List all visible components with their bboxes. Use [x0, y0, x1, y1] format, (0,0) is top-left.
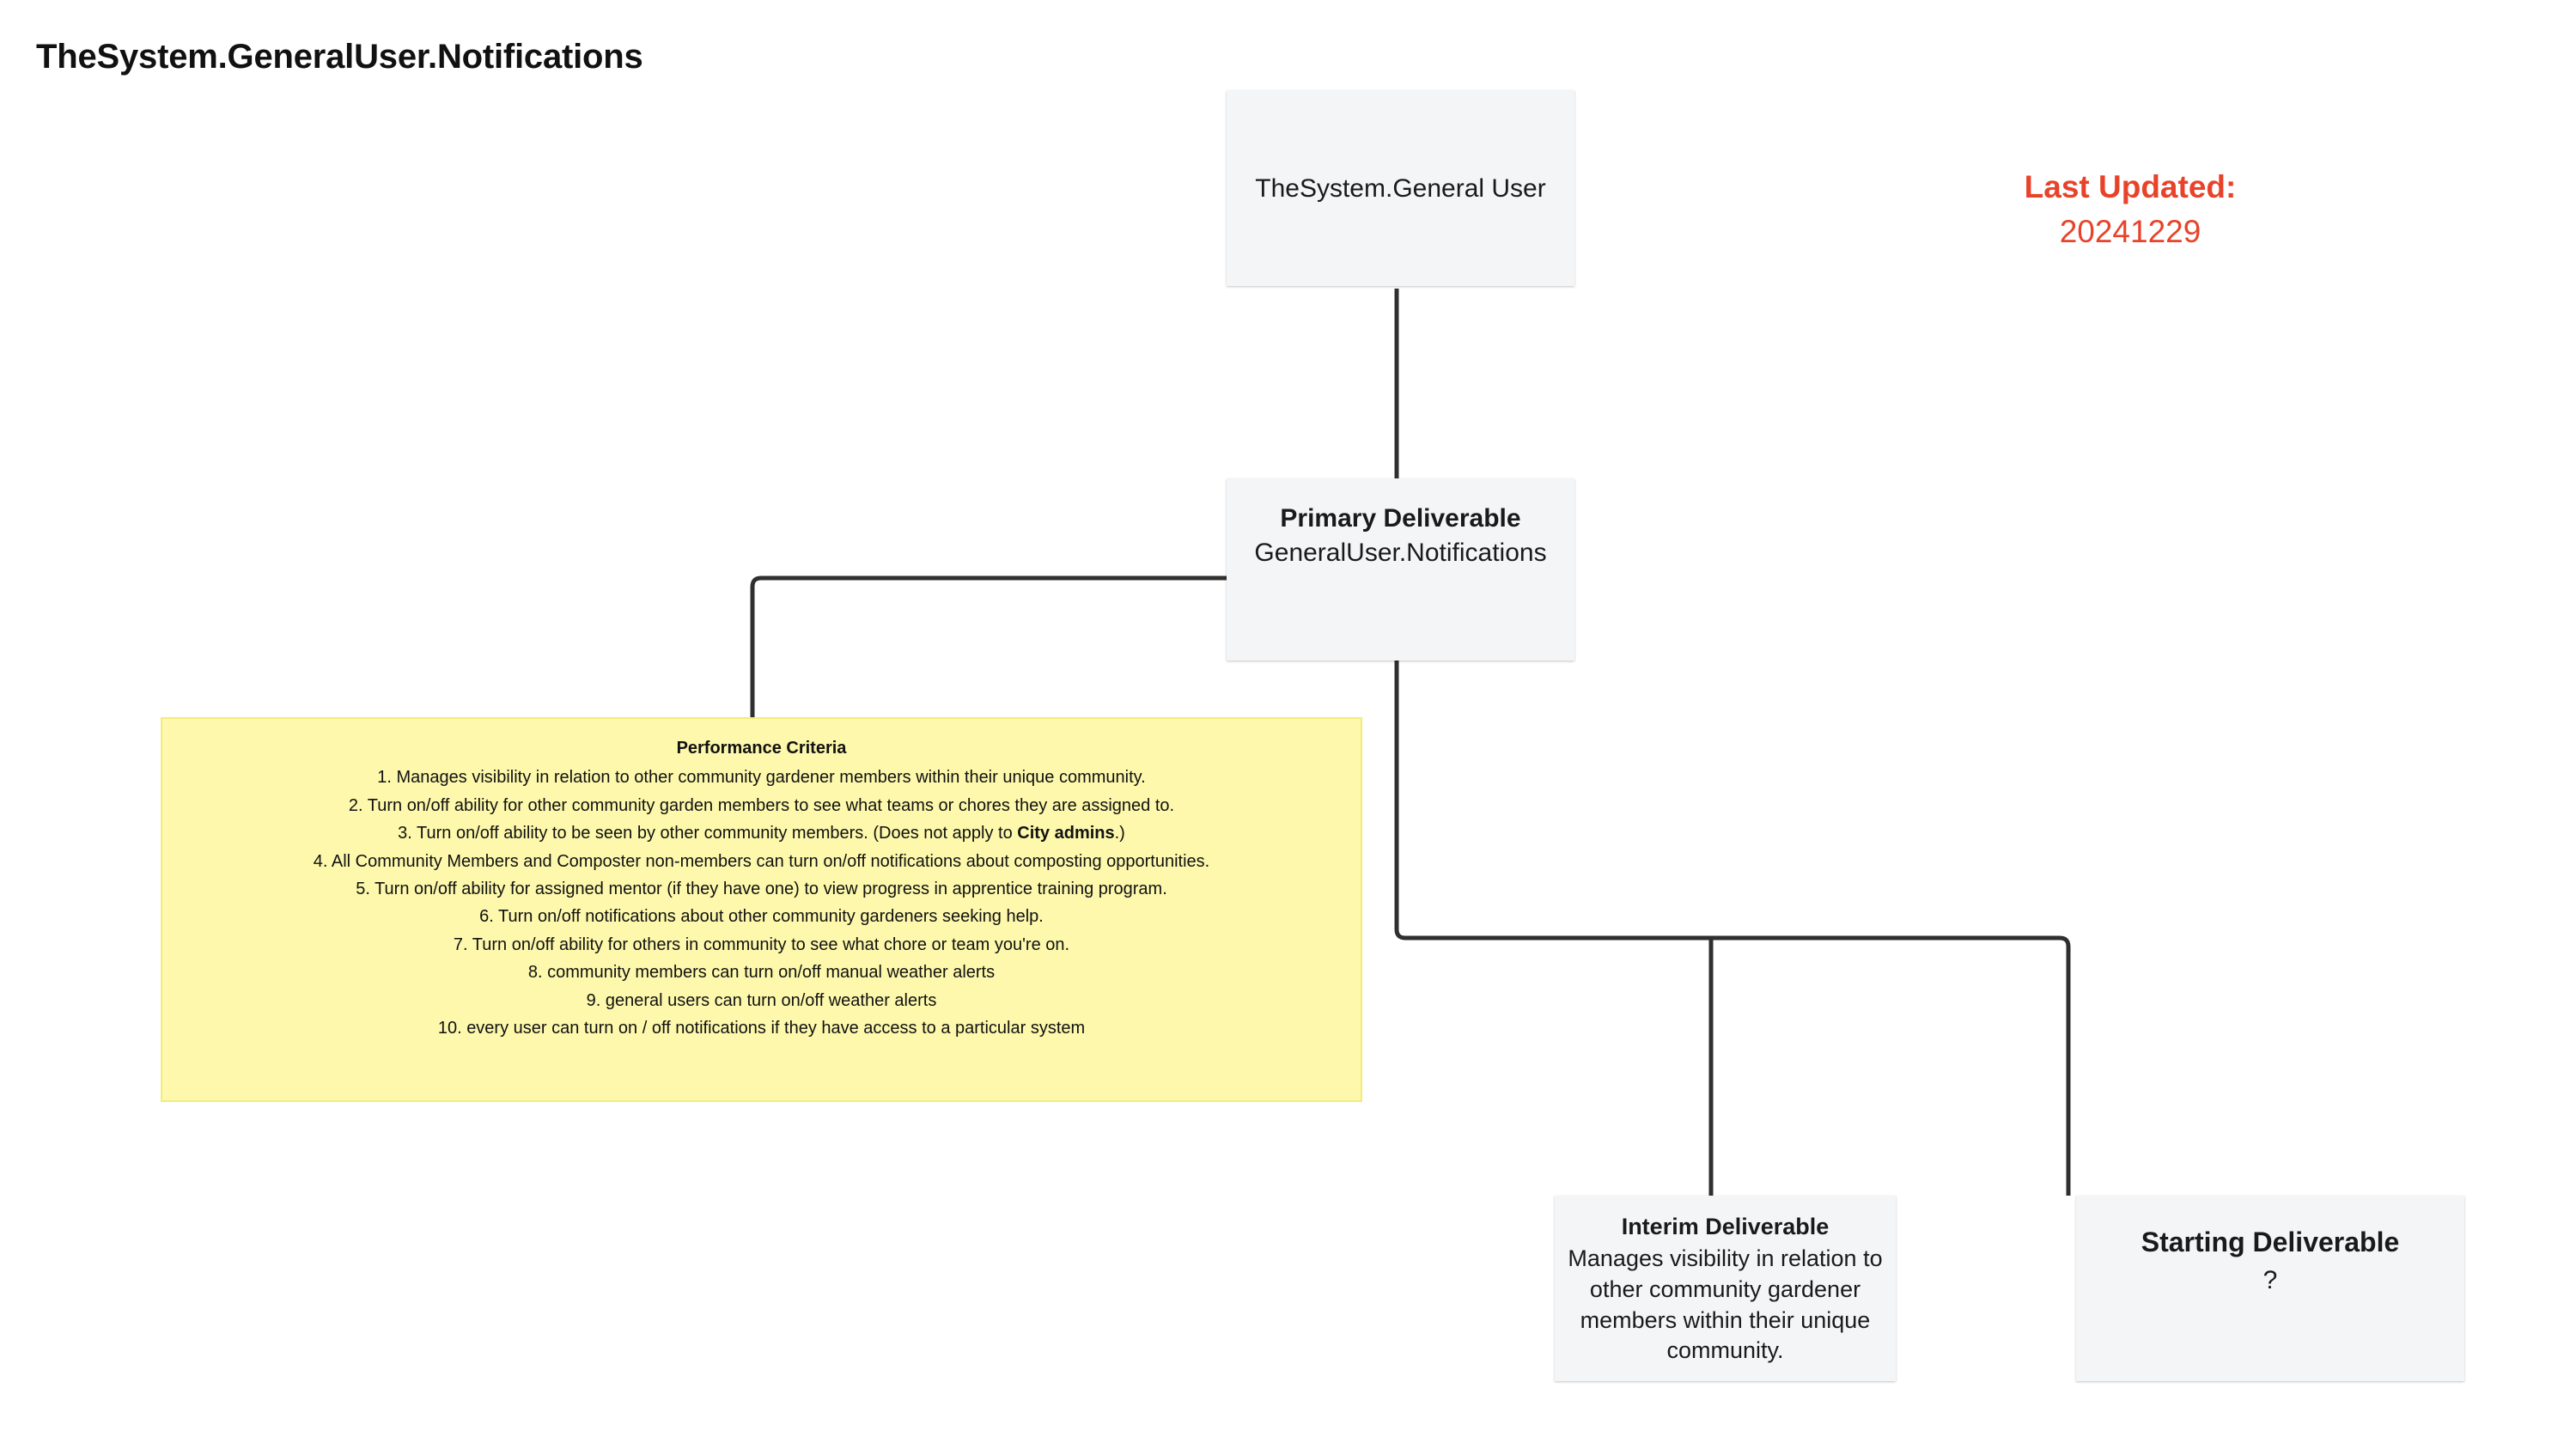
performance-criteria-panel: Performance Criteria 1. Manages visibili…: [161, 717, 1362, 1102]
node-primary-title: Primary Deliverable: [1280, 504, 1521, 533]
performance-criteria-item: 4. All Community Members and Composter n…: [313, 851, 1210, 871]
node-interim-body: Manages visibility in relation to other …: [1568, 1245, 1883, 1364]
connector-primary-to-bottom-bus: [1394, 661, 2071, 1196]
node-starting-title: Starting Deliverable: [2141, 1227, 2400, 1257]
connector-primary-to-criteria: [750, 575, 1227, 717]
performance-criteria-item: 9. general users can turn on/off weather…: [586, 990, 937, 1010]
node-root-label: TheSystem.General User: [1255, 174, 1546, 203]
performance-criteria-item: 3. Turn on/off ability to be seen by oth…: [398, 824, 1125, 843]
performance-criteria-item: 2. Turn on/off ability for other communi…: [348, 795, 1175, 815]
performance-criteria-item: 5. Turn on/off ability for assigned ment…: [356, 879, 1167, 898]
last-updated-label: Last Updated:: [2024, 169, 2237, 204]
node-primary-body: GeneralUser.Notifications: [1254, 538, 1547, 567]
node-root-thesystem-generaluser[interactable]: TheSystem.General User: [1227, 90, 1574, 286]
node-interim-deliverable[interactable]: Interim Deliverable Manages visibility i…: [1555, 1196, 1896, 1381]
page-title: TheSystem.GeneralUser.Notifications: [36, 38, 643, 76]
node-interim-title: Interim Deliverable: [1621, 1214, 1830, 1239]
node-starting-body: ?: [2262, 1265, 2278, 1294]
node-starting-deliverable[interactable]: Starting Deliverable ?: [2076, 1196, 2464, 1381]
last-updated-value: 20241229: [2059, 213, 2201, 249]
performance-criteria-item: 1. Manages visibility in relation to oth…: [377, 768, 1146, 788]
performance-criteria-item: 8. community members can turn on/off man…: [527, 963, 996, 983]
last-updated-block: Last Updated: 20241229: [1967, 168, 2293, 250]
performance-criteria-item: 6. Turn on/off notifications about other…: [479, 907, 1044, 927]
node-primary-deliverable[interactable]: Primary Deliverable GeneralUser.Notifica…: [1227, 478, 1574, 661]
performance-criteria-heading: Performance Criteria: [676, 739, 847, 758]
performance-criteria-item: 7. Turn on/off ability for others in com…: [453, 935, 1070, 954]
performance-criteria-list: 1. Manages visibility in relation to oth…: [176, 764, 1347, 1042]
performance-criteria-item: 10. every user can turn on / off notific…: [437, 1018, 1086, 1038]
